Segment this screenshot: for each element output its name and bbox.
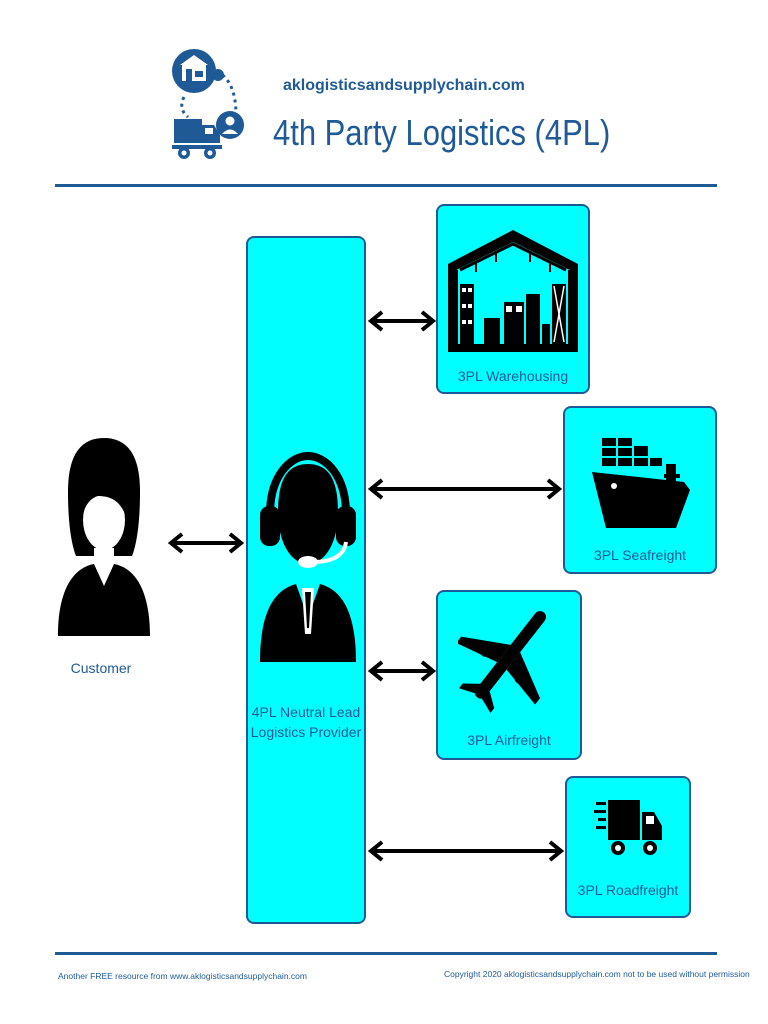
ship-icon <box>590 428 694 532</box>
airplane-icon <box>458 594 558 722</box>
provider-label-line2: Logistics Provider <box>248 722 364 742</box>
warehouse-icon <box>446 226 580 354</box>
logo-icon <box>170 45 246 163</box>
arrow-provider-seafreight <box>366 474 564 504</box>
page-title: 4th Party Logistics (4PL) <box>273 112 610 154</box>
header-divider <box>55 184 717 187</box>
footer-divider <box>55 952 717 955</box>
provider-label-line1: 4PL Neutral Lead <box>248 702 364 722</box>
customer-label: Customer <box>54 660 148 676</box>
site-name: aklogisticsandsupplychain.com <box>283 77 525 95</box>
arrow-provider-warehousing <box>366 306 438 336</box>
footer-resource-note: Another FREE resource from www.aklogisti… <box>58 971 307 981</box>
roadfreight-label: 3PL Roadfreight <box>567 882 689 898</box>
warehousing-label: 3PL Warehousing <box>438 368 588 384</box>
customer-avatar-icon <box>54 436 154 640</box>
headset-agent-icon <box>256 452 360 662</box>
delivery-truck-icon <box>594 796 664 860</box>
footer-copyright: Copyright 2020 aklogisticsandsupplychain… <box>444 969 750 979</box>
arrow-provider-roadfreight <box>366 836 566 866</box>
provider-label: 4PL Neutral Lead Logistics Provider <box>248 702 364 742</box>
arrow-provider-airfreight <box>366 656 438 686</box>
seafreight-label: 3PL Seafreight <box>565 547 715 563</box>
airfreight-label: 3PL Airfreight <box>438 732 580 748</box>
arrow-customer-provider <box>166 528 246 558</box>
